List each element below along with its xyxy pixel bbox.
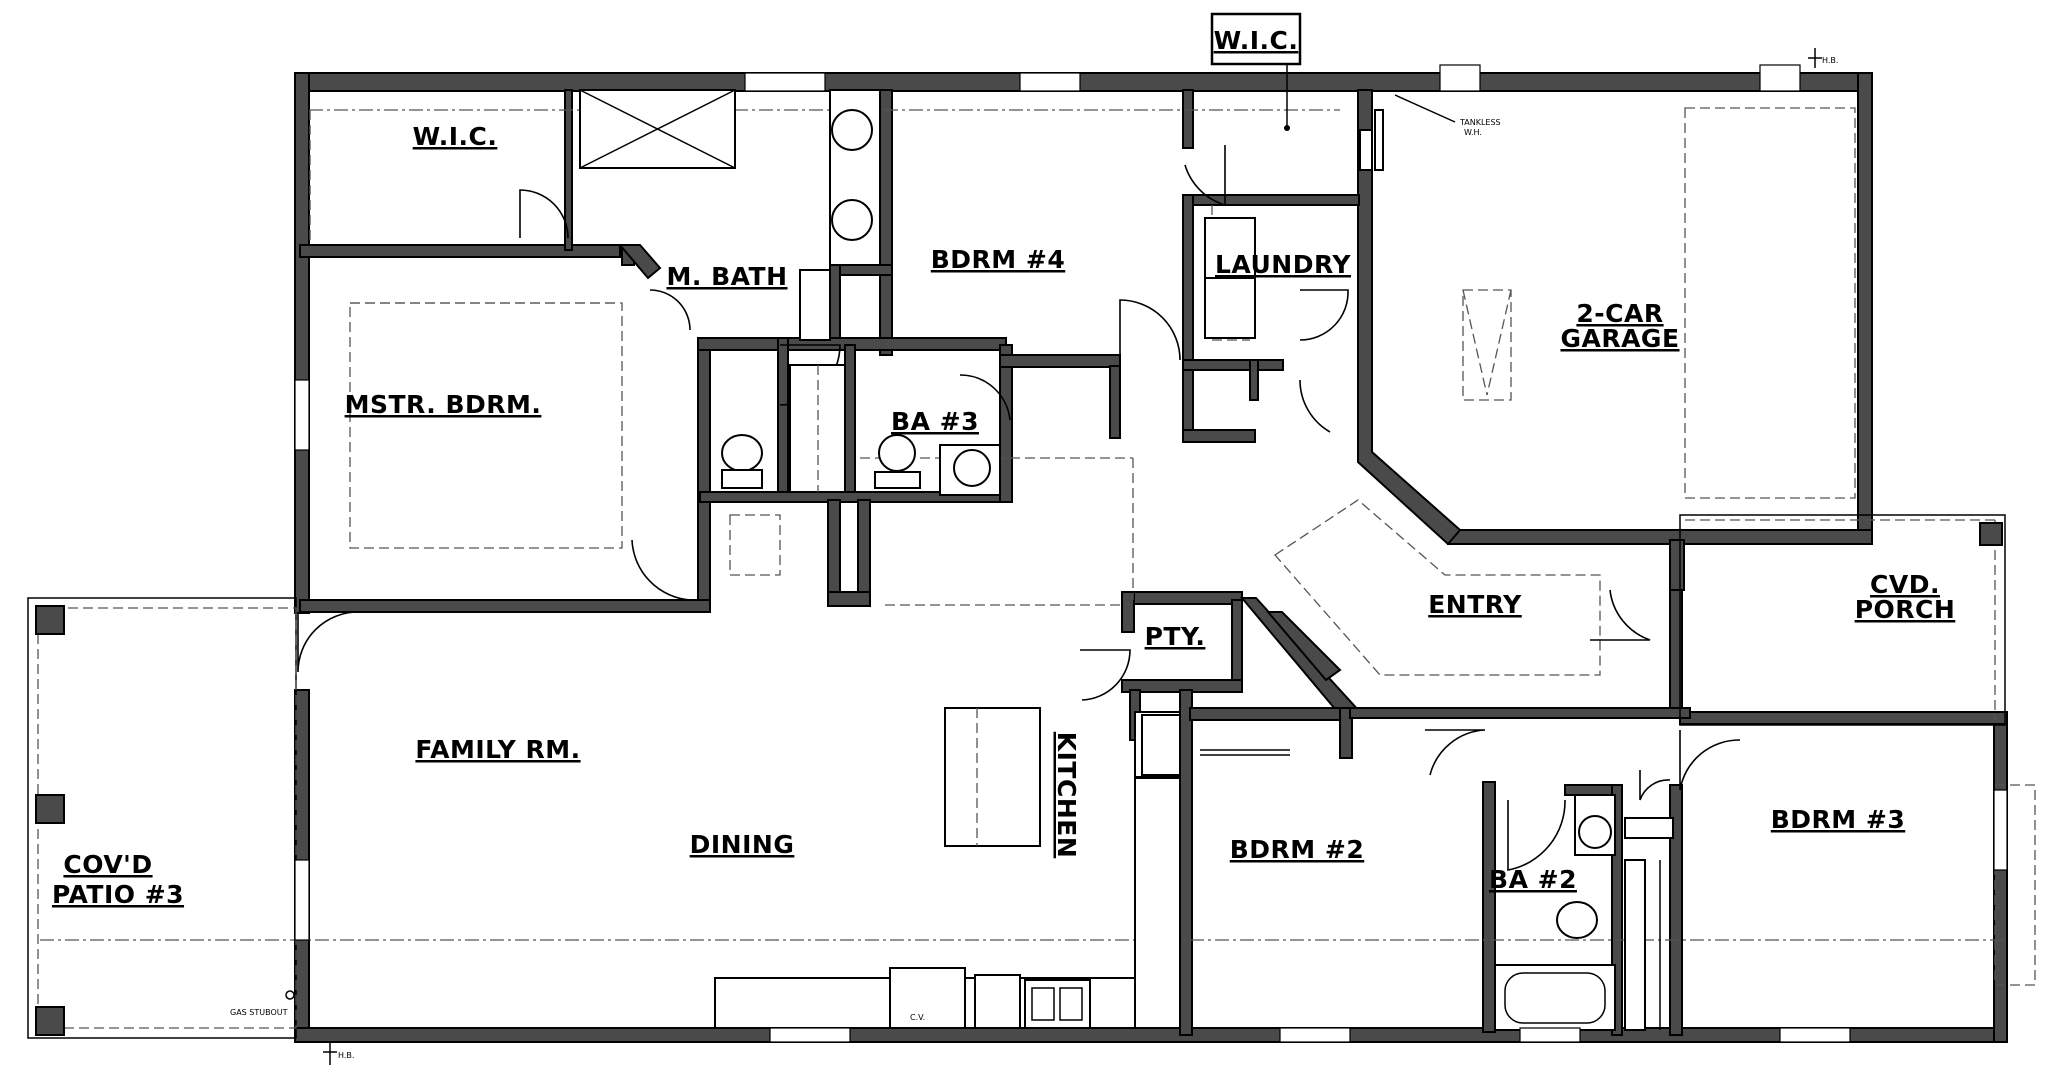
washer [1204,217,1256,279]
room-labels: W.I.C. W.I.C. M. BATH BDRM #4 LAUNDRY 2-… [52,26,1955,909]
sink-icon [831,109,873,151]
toilet-icon [721,434,763,472]
gas-stub-label: GAS STUBOUT [230,1008,288,1017]
garage-label-line1: 2-CAR [1576,299,1663,328]
sink-icon [1578,815,1612,849]
porch-label-line2: PORCH [1855,595,1956,624]
patio-post-bottom [35,1006,65,1036]
patio-post-top [35,605,65,635]
door-swings [297,145,1741,871]
bath-2-label: BA #2 [1489,865,1577,894]
interior-walls [299,89,1691,1036]
family-room-label: FAMILY RM. [415,735,580,764]
ceiling-vent-label: C.V. [910,1013,925,1022]
porch-label-line1: CVD. [1870,570,1940,599]
patio-label-line2: PATIO #3 [52,880,184,909]
water-heater-label-1: TANKLESS [1459,118,1501,127]
bath-3-label: BA #3 [891,407,979,436]
kitchen-counter [1134,777,1181,1029]
wic-top-label: W.I.C. [1214,26,1299,55]
wic-callout-box [1210,12,1302,66]
windows [294,64,2008,1043]
sink-icon [953,449,991,487]
hose-bib-bottom-label: H.B. [338,1051,354,1060]
patio-label-line1: COV'D [63,850,152,879]
pantry-label: PTY. [1145,622,1206,651]
master-bath-label: M. BATH [666,262,787,291]
dashed-lines [40,107,2036,986]
bedroom-3-label: BDRM #3 [1771,805,1905,834]
dishwasher [889,967,966,1029]
covered-porch [1679,514,2006,726]
bedroom-4-label: BDRM #4 [931,245,1065,274]
small-annotations: TANKLESS W.H. H.B. H.B. GAS STUBOUT C.V. [230,48,1838,1065]
toilet-icon [1556,901,1598,939]
kitchen-sink [1024,979,1091,1029]
kitchen-label: KITCHEN [1052,732,1081,859]
porch-post [1979,522,2003,546]
sink-icon [831,199,873,241]
bedroom-2-label: BDRM #2 [1230,835,1364,864]
bathtub [1494,964,1616,1031]
master-bedroom-label: MSTR. BDRM. [345,390,542,419]
dryer [1204,277,1256,339]
hose-bib-top-label: H.B. [1822,56,1838,65]
wic-master-label: W.I.C. [413,122,498,151]
water-heater-label-2: W.H. [1464,128,1482,137]
dining-label: DINING [690,830,795,859]
laundry-label: LAUNDRY [1215,250,1351,279]
covered-patio [27,597,297,1039]
garage-label-line2: GARAGE [1560,324,1679,353]
entry-label: ENTRY [1428,590,1522,619]
kitchen-island [944,707,1041,847]
toilet-icon [878,434,916,472]
patio-post-middle [35,794,65,824]
fixtures [579,89,1674,1031]
